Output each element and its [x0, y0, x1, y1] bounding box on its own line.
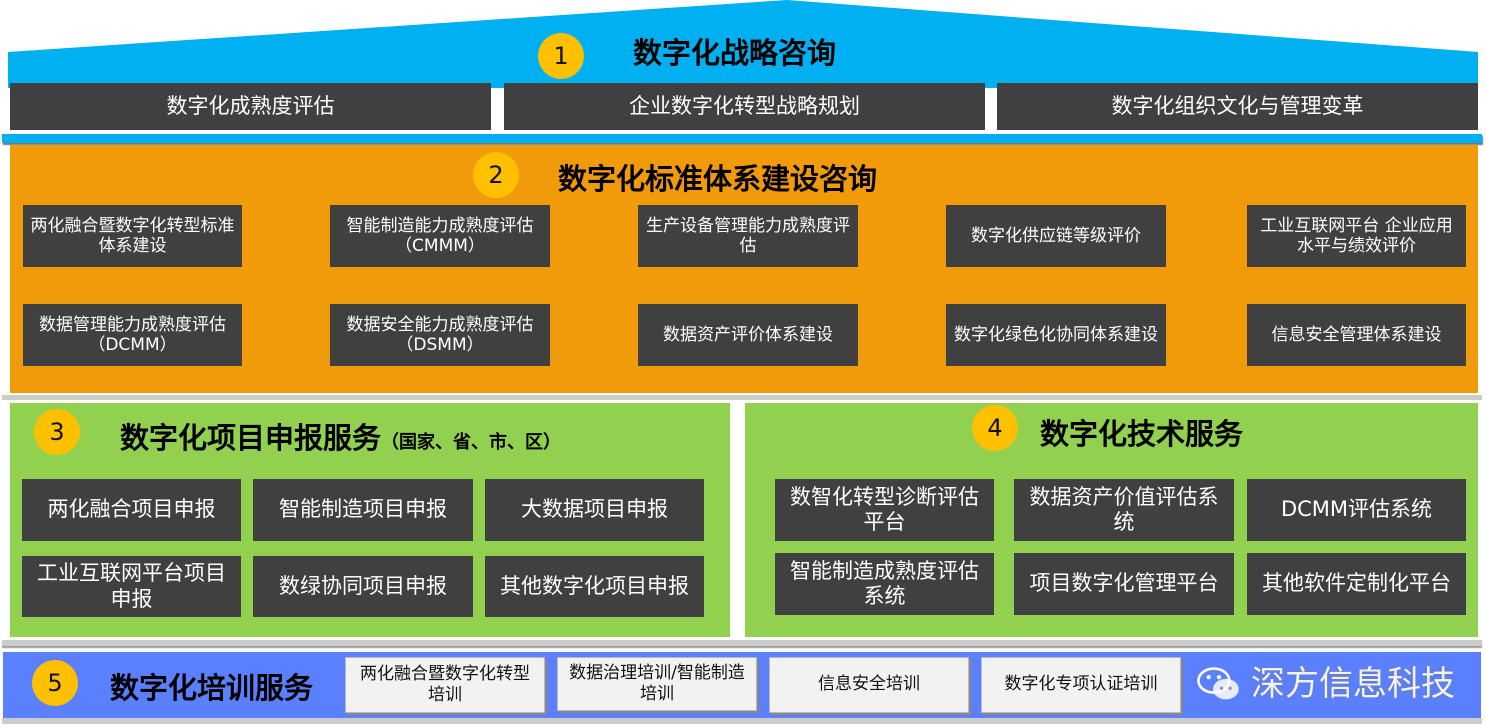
section-3-subtitle: （国家、省、市、区）	[381, 432, 562, 453]
s5-item: 数字化专项认证培训	[981, 657, 1181, 713]
divider	[2, 640, 1482, 646]
section-5-number: 5	[32, 660, 78, 706]
s3-item: 工业互联网平台项目申报	[22, 556, 241, 617]
section-4-title: 数字化技术服务	[1040, 417, 1244, 451]
s2-item: 两化融合暨数字化转型标准体系建设	[23, 205, 242, 267]
s3-item: 两化融合项目申报	[22, 479, 241, 541]
section-2-title: 数字化标准体系建设咨询	[558, 162, 878, 196]
section-2-number: 2	[473, 152, 519, 198]
section-3-number: 3	[34, 409, 80, 455]
s2-item: 生产设备管理能力成熟度评估	[638, 205, 858, 267]
roof-shape	[8, 0, 1478, 88]
s1-item: 企业数字化转型战略规划	[504, 83, 985, 130]
s3-item: 智能制造项目申报	[253, 479, 473, 541]
watermark: 深方信息科技	[1195, 664, 1455, 704]
section-5-title: 数字化培训服务	[110, 671, 314, 705]
s2-item: 数字化绿色化协同体系建设	[946, 304, 1166, 366]
section-1-title: 数字化战略咨询	[633, 36, 837, 70]
s2-item: 信息安全管理体系建设	[1247, 304, 1466, 366]
s1-item: 数字化成熟度评估	[10, 83, 491, 130]
s3-item: 大数据项目申报	[485, 479, 704, 541]
s4-item: DCMM评估系统	[1247, 479, 1466, 541]
section-1-number: 1	[538, 33, 584, 79]
section-4-number: 4	[972, 405, 1018, 451]
divider	[2, 395, 1482, 400]
s3-item: 数绿协同项目申报	[253, 556, 473, 617]
s4-item: 数据资产价值评估系统	[1014, 479, 1234, 541]
divider-bar	[2, 134, 1482, 143]
s2-item: 数据管理能力成熟度评估（DCMM）	[23, 304, 242, 366]
section-3-title: 数字化项目申报服务（国家、省、市、区）	[120, 421, 562, 455]
s4-item: 项目数字化管理平台	[1014, 553, 1234, 615]
s2-item: 数据资产评价体系建设	[638, 304, 858, 366]
s4-item: 数智化转型诊断评估平台	[775, 479, 994, 541]
wechat-icon	[1197, 667, 1239, 700]
divider	[2, 718, 1482, 724]
watermark-text: 深方信息科技	[1251, 664, 1455, 704]
s2-item: 数据安全能力成熟度评估（DSMM）	[330, 304, 550, 366]
s1-item: 数字化组织文化与管理变革	[997, 83, 1478, 130]
s5-item: 信息安全培训	[769, 657, 969, 713]
s3-item: 其他数字化项目申报	[485, 556, 704, 617]
s4-item: 其他软件定制化平台	[1247, 553, 1466, 615]
s5-item: 两化融合暨数字化转型培训	[345, 657, 545, 713]
s2-item: 数字化供应链等级评价	[946, 205, 1166, 267]
s4-item: 智能制造成熟度评估系统	[775, 553, 994, 615]
s2-item: 工业互联网平台 企业应用水平与绩效评价	[1247, 205, 1466, 267]
s2-item: 智能制造能力成熟度评估（CMMM）	[330, 205, 550, 267]
s5-item: 数据治理培训/智能制造培训	[557, 657, 757, 711]
